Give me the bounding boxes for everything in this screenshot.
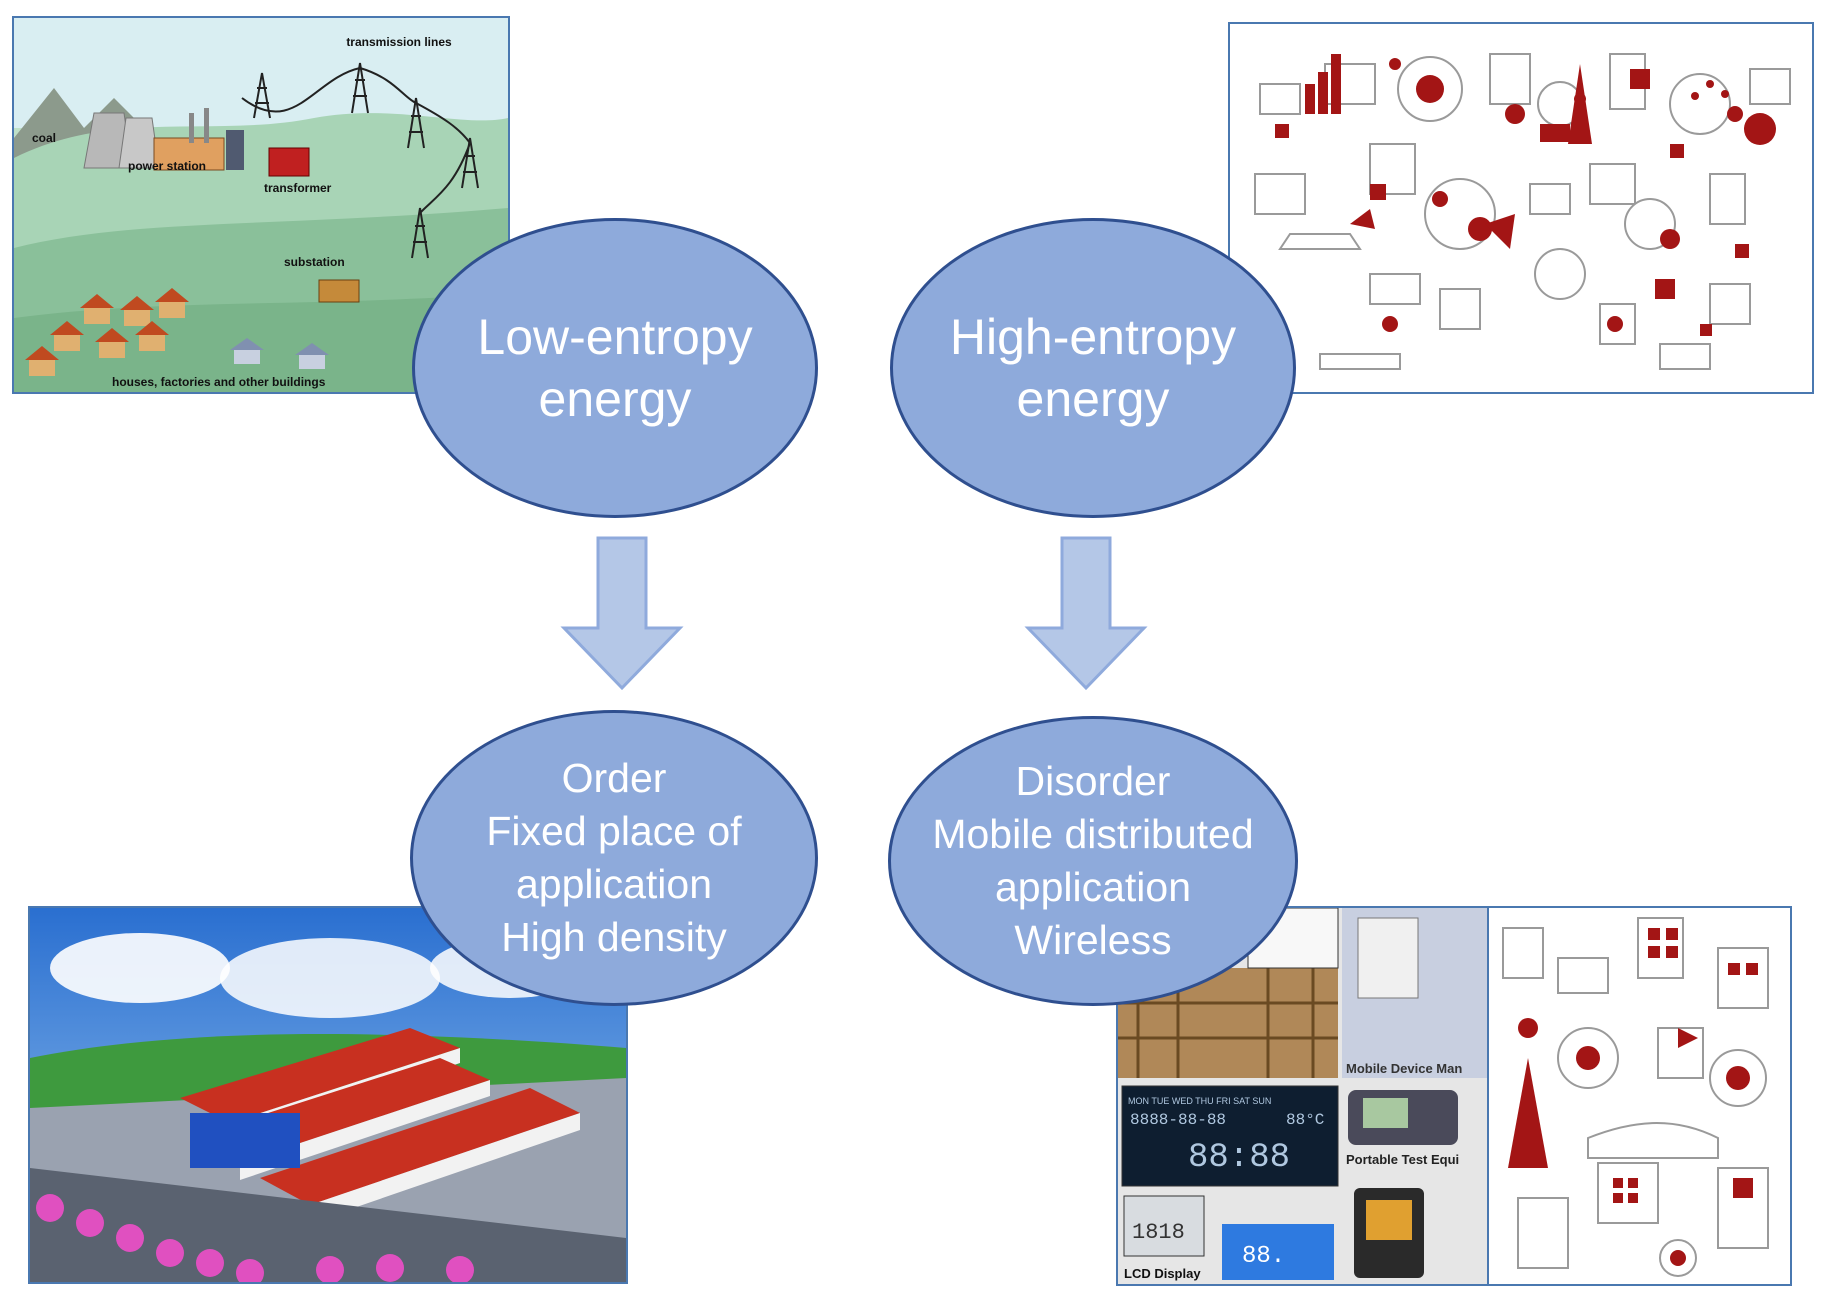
power-grid-image: transmission lines coal power station tr…	[12, 16, 510, 394]
label-lcd-small: 1818	[1132, 1220, 1185, 1245]
label-coal: coal	[32, 131, 56, 145]
node-disorder-line-4: Wireless	[1014, 917, 1172, 963]
factory-illustration	[30, 908, 626, 1282]
label-buildings: houses, factories and other buildings	[112, 375, 326, 389]
label-temp: 88°C	[1286, 1111, 1324, 1129]
label-lcd-display: LCD Display	[1124, 1266, 1201, 1281]
node-disorder-line-2: Mobile distributed	[932, 811, 1254, 857]
label-date: 8888-88-88	[1130, 1111, 1226, 1129]
node-order-line-4: High density	[501, 914, 727, 960]
label-transmission-lines: transmission lines	[346, 35, 452, 49]
node-low-entropy-line-1: Low-entropy	[477, 309, 753, 365]
devices-collage: Mobile Device Man MON TUE WED THU FRI SA…	[1118, 908, 1769, 1284]
arrow-low-to-order	[560, 536, 684, 691]
node-disorder: Disorder Mobile distributed application …	[888, 716, 1298, 1006]
label-weekdays: MON TUE WED THU FRI SAT SUN	[1128, 1096, 1271, 1106]
label-portable-test: Portable Test Equi	[1346, 1152, 1459, 1167]
node-high-entropy-line-2: energy	[1016, 371, 1170, 427]
label-lcd-blue: 88.	[1242, 1243, 1285, 1270]
node-high-entropy-energy: High-entropy energy	[890, 218, 1296, 518]
arrow-high-to-disorder	[1024, 536, 1148, 691]
node-high-entropy-line-1: High-entropy	[949, 309, 1237, 365]
node-disorder-line-1: Disorder	[1015, 758, 1171, 804]
node-order-line-1: Order	[561, 755, 667, 801]
node-low-entropy-line-2: energy	[538, 371, 692, 427]
label-mobile-device: Mobile Device Man	[1346, 1061, 1462, 1076]
label-power-station: power station	[128, 159, 206, 173]
node-low-entropy-energy: Low-entropy energy	[412, 218, 818, 518]
industrial-campus-image	[28, 906, 628, 1284]
label-transformer: transformer	[264, 181, 332, 195]
label-substation: substation	[284, 255, 345, 269]
label-clock: 88:88	[1188, 1139, 1290, 1177]
node-order: Order Fixed place of application High de…	[410, 710, 818, 1006]
node-disorder-line-3: application	[994, 864, 1192, 910]
power-grid-illustration: transmission lines coal power station tr…	[14, 18, 508, 392]
node-order-line-3: application	[515, 861, 713, 907]
node-order-line-2: Fixed place of	[486, 808, 742, 854]
iot-icons-image	[1228, 22, 1814, 394]
iot-icon-collage	[1254, 53, 1791, 370]
